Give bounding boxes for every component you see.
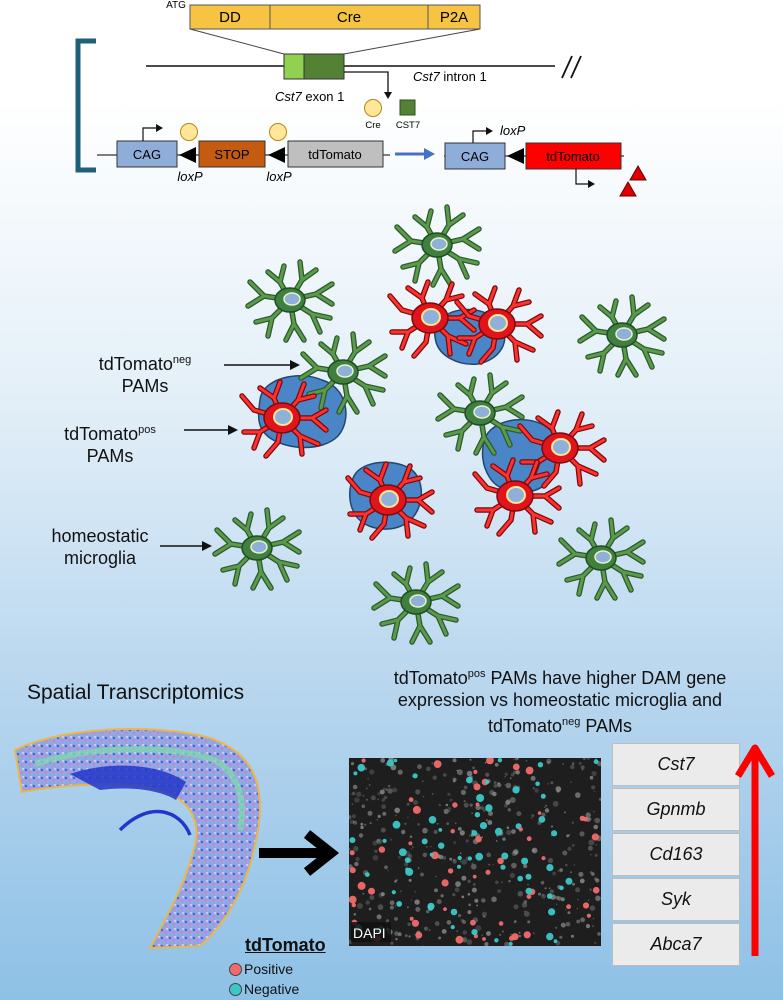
loxp-triangle-3 [507, 148, 524, 164]
microglia-field [160, 200, 783, 660]
dd-label: DD [219, 9, 241, 26]
p2a-box [427, 4, 481, 30]
brain-section-image [13, 727, 261, 950]
gene-abca7: Abca7 [612, 923, 740, 966]
loxp-recombined-label: loxP [500, 123, 526, 138]
microglia-green-5 [438, 375, 522, 453]
finding-text: tdTomatopos PAMs have higher DAM gene ex… [393, 668, 727, 736]
cag-recombined-label: CAG [461, 149, 489, 164]
gene-cd163: Cd163 [612, 833, 740, 876]
cst7-protein-label: CST7 [396, 120, 420, 131]
positive-dot-icon [229, 962, 242, 976]
tdtomato-gray-box [287, 140, 384, 168]
up-arrow-icon [735, 744, 775, 956]
label-tdtomato-neg: tdTomatoneg PAMs [98, 354, 192, 396]
p2a-label: P2A [440, 9, 468, 26]
construct-diagram: ATG DD Cre P2A Cst7 exon 1 Cst7 intron 1… [75, 0, 647, 197]
gene-cst7: Cst7 [612, 743, 740, 786]
stop-box [198, 140, 266, 168]
dapi-label: DAPI [353, 925, 386, 941]
pam-red-1 [390, 282, 474, 356]
spatial-title: Spatial Transcriptomics [27, 681, 245, 704]
cre-box [269, 4, 429, 30]
tdtomato-red-box [525, 142, 622, 170]
microglia-homeostatic [215, 510, 299, 588]
arrow-homeostatic [202, 541, 212, 551]
loxp-middle-label: loxP [266, 169, 292, 184]
stop-label: STOP [214, 147, 249, 162]
intron-label: Cst7 intron 1 [413, 69, 487, 84]
microglia-green-3 [580, 297, 664, 375]
microglia-green-2 [248, 262, 332, 340]
gene-syk: Syk [612, 878, 740, 921]
label-tdtomato-pos: tdTomatopos PAMs [64, 424, 156, 466]
microglia-green-1 [395, 207, 479, 285]
legend-negative: Negative [229, 981, 299, 997]
bracket [75, 38, 96, 173]
arrow-pos [228, 425, 238, 435]
microglia-green-8 [374, 564, 458, 642]
exon-light [283, 53, 305, 80]
cag-box [116, 140, 178, 168]
exon-dark [303, 53, 345, 80]
cst7-protein [399, 99, 416, 116]
legend-positive: Positive [229, 961, 293, 977]
label-homeostatic: homeostatic microglia [51, 526, 149, 568]
cre-label: Cre [337, 9, 361, 26]
loxp-left-label: loxP [177, 169, 203, 184]
cag-label: CAG [133, 147, 161, 162]
dapi-image: DAPI [349, 758, 601, 946]
legend-title: tdTomato [245, 935, 326, 955]
cre-protein-label: Cre [365, 120, 380, 131]
tdtomato-gray-label: tdTomato [308, 147, 361, 162]
exon-label: Cst7 exon 1 [275, 89, 344, 104]
cre-protein [364, 99, 382, 117]
big-arrow [259, 830, 340, 876]
microglia-green-7 [559, 520, 643, 598]
recombination-arrow [424, 148, 435, 160]
cag-recombined-box [444, 142, 506, 170]
loxp-triangle-1 [179, 147, 196, 163]
cre-bound-2 [269, 123, 287, 141]
cre-bound-1 [180, 123, 198, 141]
loxp-triangle-2 [268, 147, 285, 163]
dd-box [189, 4, 271, 30]
gene-gpnmb: Gpnmb [612, 788, 740, 831]
gene-list: Cst7 Gpnmb Cd163 Syk Abca7 [612, 743, 740, 968]
tdtomato-protein-1 [619, 180, 637, 197]
tdtomato-red-label: tdTomato [546, 149, 599, 164]
arrow-neg [290, 360, 300, 370]
atg-label: ATG [166, 0, 186, 11]
negative-dot-icon [229, 982, 242, 996]
tdtomato-protein-2 [629, 164, 647, 181]
